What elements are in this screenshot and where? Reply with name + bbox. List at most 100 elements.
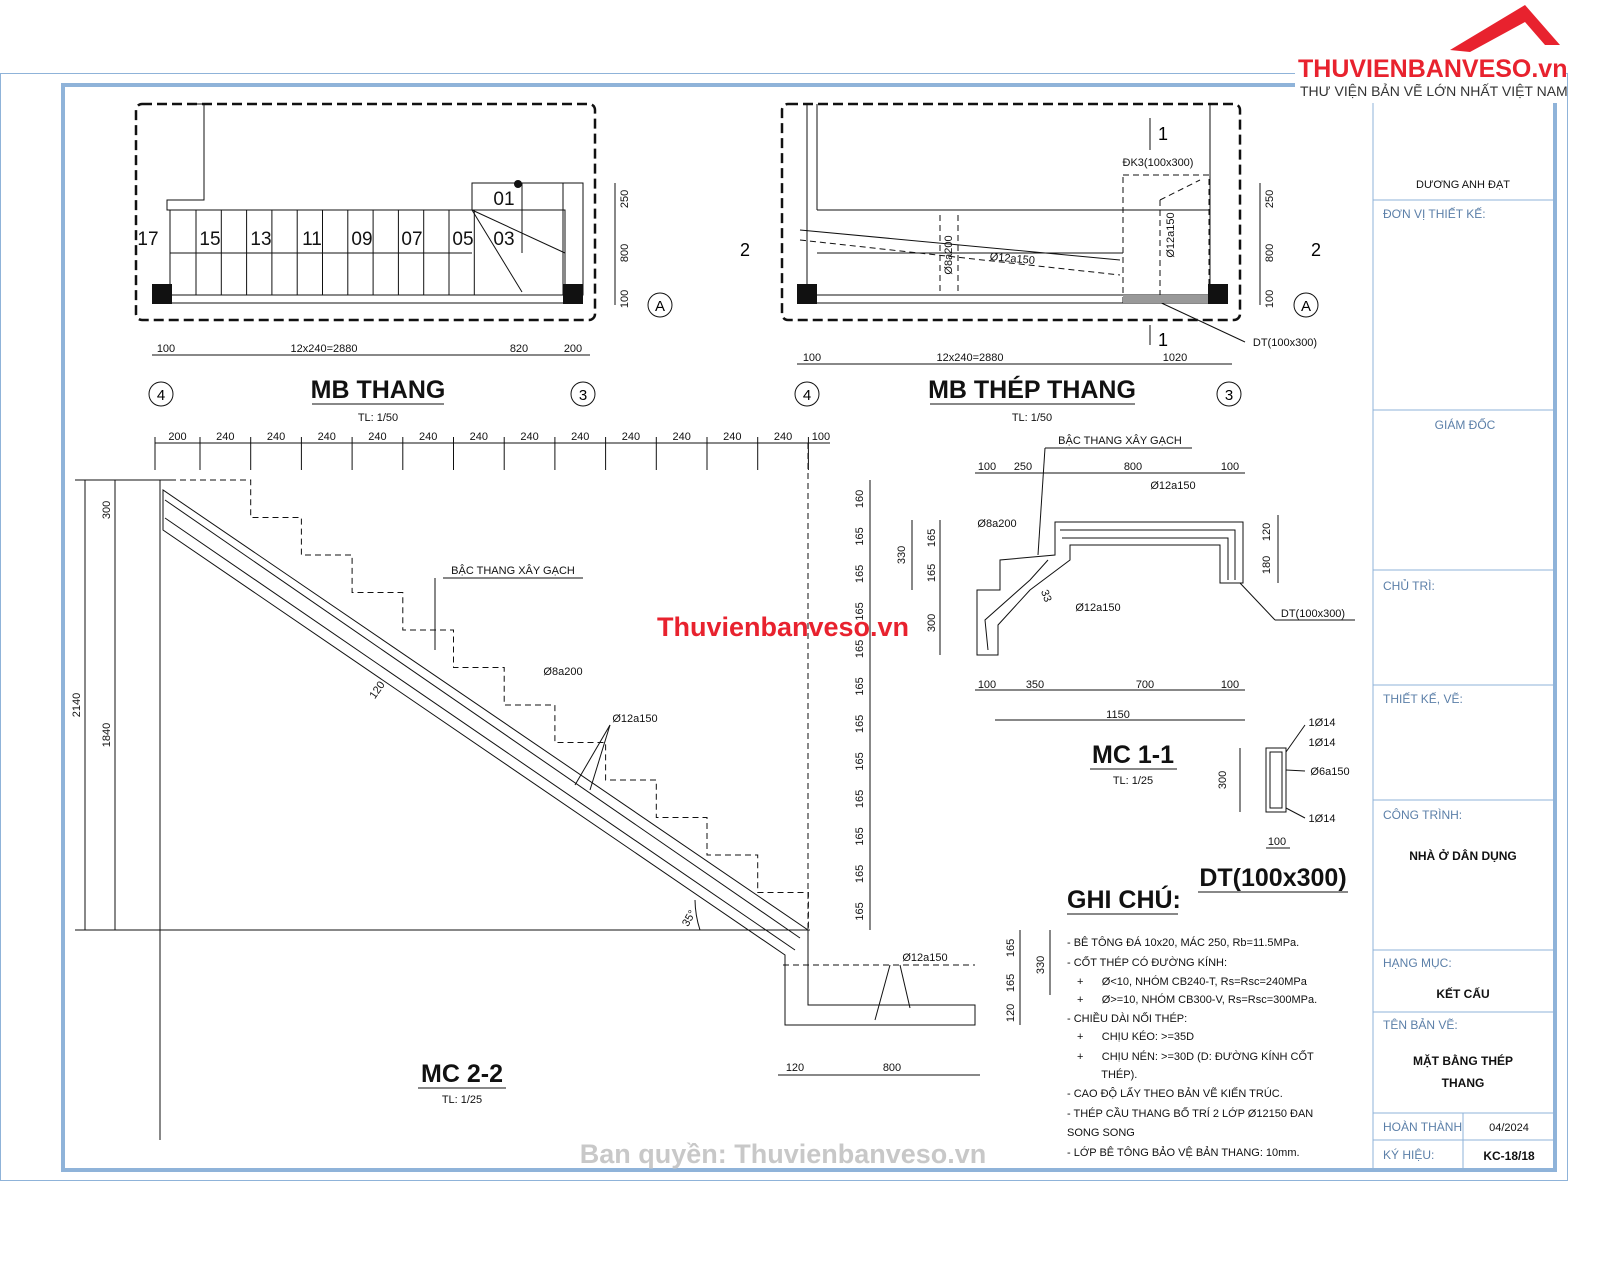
top-dim: 240 xyxy=(723,431,741,443)
dim: 100 xyxy=(978,461,996,473)
item-name: KẾT CẤU xyxy=(1436,986,1489,1001)
note-line: - CAO ĐỘ LẤY THEO BẢN VẼ KIẾN TRÚC. xyxy=(1067,1087,1283,1100)
top-dim: 200 xyxy=(168,431,186,443)
label-o8: Ø8a200 xyxy=(943,235,955,274)
step-03: 03 xyxy=(493,229,514,250)
label-thickness: 120 xyxy=(367,679,387,701)
mc22-title: MC 2-2 xyxy=(421,1060,503,1088)
note-line: - CỐT THÉP CÓ ĐƯỜNG KÍNH: xyxy=(1067,955,1227,969)
top-dim: 240 xyxy=(672,431,690,443)
dt-title: DT(100x300) xyxy=(1199,864,1346,892)
dim: 12x240=2880 xyxy=(937,352,1004,364)
mc22-scale: TL: 1/25 xyxy=(442,1094,482,1106)
dim: 165 xyxy=(1005,974,1017,992)
drawing-code: KC-18/18 xyxy=(1483,1149,1535,1163)
dim: 330 xyxy=(896,546,908,564)
riser-dim: 165 xyxy=(854,640,866,658)
dim: 100 xyxy=(619,290,631,308)
dim-300: 300 xyxy=(101,501,113,519)
step-13: 13 xyxy=(250,229,271,250)
top-dim: 240 xyxy=(216,431,234,443)
note-line: - LỚP BÊ TÔNG BẢO VỆ BẢN THANG: 10mm. xyxy=(1067,1146,1300,1159)
dim: 120 xyxy=(786,1062,804,1074)
label-dk3: ĐK3(100x300) xyxy=(1123,157,1194,169)
top-dim: 240 xyxy=(267,431,285,443)
label-o12-vertical: Ø12a150 xyxy=(1165,212,1177,257)
step-17: 17 xyxy=(137,229,158,250)
cut-1-top: 1 xyxy=(1158,124,1168,144)
riser-dim: 165 xyxy=(854,527,866,545)
dim: 100 xyxy=(1221,461,1239,473)
dim: 820 xyxy=(510,343,528,355)
step-07: 07 xyxy=(401,229,422,250)
axis-a: A xyxy=(655,298,665,315)
label-o8: Ø8a200 xyxy=(543,666,582,678)
top-dim: 240 xyxy=(368,431,386,443)
dim: 200 xyxy=(564,343,582,355)
cut-1-bottom: 1 xyxy=(1158,330,1168,350)
inner-frame xyxy=(61,83,1557,1172)
design-label: THIẾT KẾ, VẼ: xyxy=(1383,691,1463,706)
dim: 180 xyxy=(1261,556,1273,574)
rebar-top-1: 1Ø14 xyxy=(1309,717,1336,729)
label-o12: Ø12a150 xyxy=(989,251,1035,267)
drawing-name-2: THANG xyxy=(1442,1076,1485,1090)
note-line: THÉP). xyxy=(1077,1068,1137,1081)
riser-dim: 165 xyxy=(854,715,866,733)
dim: 120 xyxy=(1261,523,1273,541)
note-line: - BÊ TÔNG ĐÁ 10x20, MÁC 250, Rb=11.5MPa. xyxy=(1067,936,1299,949)
unit-label: ĐƠN VỊ THIẾT KẾ: xyxy=(1383,206,1486,221)
note-line: + CHỊU NÉN: >=30D (D: ĐƯỜNG KÍNH CỐT xyxy=(1077,1049,1314,1063)
riser-dim: 165 xyxy=(854,752,866,770)
label-o12-top: Ø12a150 xyxy=(1150,480,1195,492)
outer-border xyxy=(0,73,1568,1181)
dim: 350 xyxy=(1026,679,1044,691)
dim: 800 xyxy=(883,1062,901,1074)
riser-dim: 165 xyxy=(854,902,866,920)
plan-stair: 17 15 13 11 09 07 05 03 01 250 800 100 A… xyxy=(134,102,673,424)
dim: 165 xyxy=(926,529,938,547)
label-o12-bottom: Ø12a150 xyxy=(1075,602,1120,614)
dim: 250 xyxy=(1014,461,1032,473)
axis-3: 3 xyxy=(579,387,587,404)
top-dim: 240 xyxy=(419,431,437,443)
mb-thang-scale: TL: 1/50 xyxy=(358,412,398,424)
top-dim: 240 xyxy=(571,431,589,443)
note-line: + Ø<10, NHÓM CB240-T, Rs=Rsc=240MPa xyxy=(1077,975,1308,988)
dim-1840: 1840 xyxy=(101,723,113,747)
dim-h: 300 xyxy=(1217,771,1229,789)
rebar-top-2: 1Ø14 xyxy=(1309,737,1336,749)
code-label: KÝ HIỆU: xyxy=(1383,1147,1434,1162)
label-o12-landing: Ø12a150 xyxy=(902,952,947,964)
dim-w: 100 xyxy=(1268,836,1286,848)
chief-label: CHỦ TRÌ: xyxy=(1383,578,1435,593)
note-line: - CHIỀU DÀI NỐI THÉP: xyxy=(1067,1011,1187,1025)
director-label: GIÁM ĐỐC xyxy=(1435,417,1496,432)
dim: 120 xyxy=(1005,1004,1017,1022)
cut-2-left: 2 xyxy=(740,240,750,260)
dim: 250 xyxy=(1264,190,1276,208)
title-block: DƯƠNG ANH ĐẠT ĐƠN VỊ THIẾT KẾ: GIÁM ĐỐC … xyxy=(1372,85,1555,1170)
watermark-center: Thuvienbanveso.vn xyxy=(657,612,909,642)
top-dim: 240 xyxy=(470,431,488,443)
mb-thep-title: MB THÉP THANG xyxy=(928,375,1136,404)
item-label: HẠNG MỤC: xyxy=(1383,956,1452,970)
dim: 100 xyxy=(803,352,821,364)
done-date: 04/2024 xyxy=(1489,1122,1529,1134)
notes: GHI CHÚ: - BÊ TÔNG ĐÁ 10x20, MÁC 250, Rb… xyxy=(1067,884,1317,1159)
top-dim: 240 xyxy=(318,431,336,443)
beam-dt: 1Ø14 1Ø14 Ø6a150 1Ø14 300 100 DT(100x300… xyxy=(1198,717,1350,893)
dim-2140: 2140 xyxy=(71,693,83,717)
label-brick: BẬC THANG XÂY GẠCH xyxy=(1058,434,1182,447)
mb-thang-title: MB THANG xyxy=(311,376,446,404)
dim: 300 xyxy=(926,614,938,632)
stirrup: Ø6a150 xyxy=(1310,766,1349,778)
riser-dim: 165 xyxy=(854,865,866,883)
riser-dim: 165 xyxy=(854,790,866,808)
dim: 1020 xyxy=(1163,352,1187,364)
roof-icon xyxy=(1450,5,1560,52)
riser-dim: 165 xyxy=(854,827,866,845)
step-05: 05 xyxy=(452,229,473,250)
